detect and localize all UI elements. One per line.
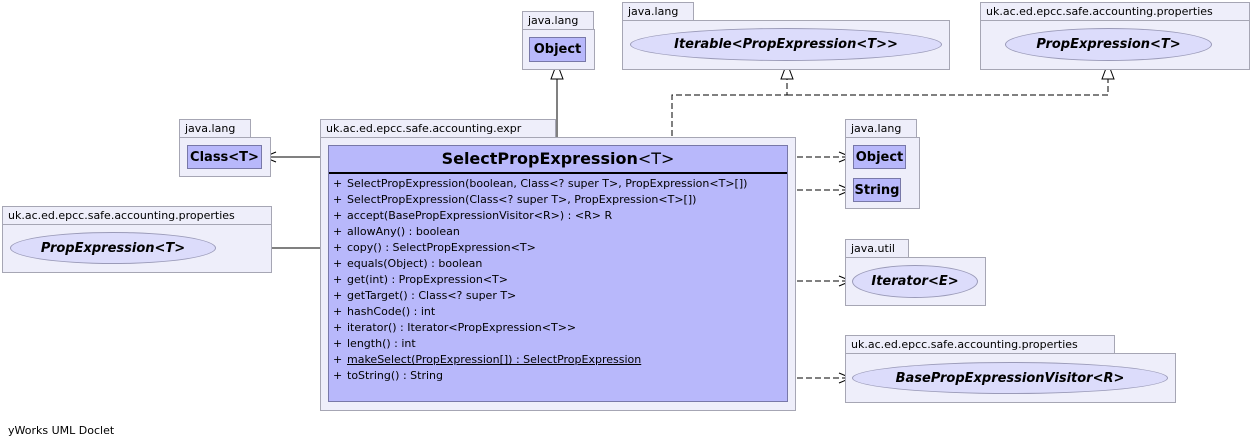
package-label: uk.ac.ed.epcc.safe.accounting.expr [320,119,556,138]
class-string[interactable]: String [853,178,901,202]
association-to-class [262,151,328,163]
interface-propexpression-left[interactable]: PropExpression<T> [10,232,216,264]
visibility-marker: + [333,353,343,366]
visibility-marker: + [333,369,343,382]
class-title: SelectPropExpression<T> [329,146,787,174]
class-object-right[interactable]: Object [853,145,906,169]
operation-signature: equals(Object) : boolean [347,257,483,270]
operations-list: + SelectPropExpression(boolean, Class<? s… [329,174,787,384]
realization-to-iterable [671,61,794,145]
operation-signature: accept(BasePropExpressionVisitor<R>) : <… [347,209,613,222]
visibility-marker: + [333,305,343,318]
visibility-marker: + [333,225,343,238]
operation-item[interactable]: + toString() : String [333,368,787,384]
class-class-t[interactable]: Class<T> [187,145,262,169]
interface-basepropexpressionvisitor[interactable]: BasePropExpressionVisitor<R> [852,362,1168,394]
interface-propexpression-top[interactable]: PropExpression<T> [1005,28,1212,61]
operation-item[interactable]: + makeSelect(PropExpression[]) : SelectPr… [333,352,787,368]
operation-signature: hashCode() : int [347,305,436,318]
operation-signature: toString() : String [347,369,443,382]
dependency-to-iterator [788,275,853,287]
package-label: uk.ac.ed.epcc.safe.accounting.properties [845,335,1115,354]
dependency-to-object [788,151,853,163]
interface-iterable[interactable]: Iterable<PropExpression<T>> [630,28,942,61]
class-name: SelectPropExpression [441,149,638,168]
visibility-marker: + [333,241,343,254]
package-label: java.lang [622,2,694,21]
operation-signature: allowAny() : boolean [347,225,460,238]
visibility-marker: + [333,177,343,190]
visibility-marker: + [333,193,343,206]
operation-item[interactable]: + getTarget() : Class<? super T> [333,288,787,304]
package-label: uk.ac.ed.epcc.safe.accounting.properties [980,2,1250,21]
package-label: java.lang [179,119,251,138]
operation-item[interactable]: + copy() : SelectPropExpression<T> [333,240,787,256]
visibility-marker: + [333,321,343,334]
dependency-to-string [788,184,853,196]
interface-iterator[interactable]: Iterator<E> [852,265,978,298]
operation-item[interactable]: + hashCode() : int [333,304,787,320]
class-selectpropexpression[interactable]: SelectPropExpression<T> + SelectPropExpre… [328,145,788,402]
operation-signature: iterator() : Iterator<PropExpression<T>> [347,321,577,334]
dependency-to-visitor [788,372,853,384]
visibility-marker: + [333,273,343,286]
operation-item[interactable]: + accept(BasePropExpressionVisitor<R>) : … [333,208,787,224]
class-type-params: <T> [637,149,675,168]
operation-item[interactable]: + length() : int [333,336,787,352]
operation-signature: getTarget() : Class<? super T> [347,289,517,302]
operation-item[interactable]: + iterator() : Iterator<PropExpression<T>… [333,320,787,336]
operation-item[interactable]: + SelectPropExpression(boolean, Class<? s… [333,176,787,192]
class-object[interactable]: Object [529,37,586,62]
visibility-marker: + [333,289,343,302]
package-label: java.util [845,239,909,258]
operation-signature: makeSelect(PropExpression[]) : SelectPro… [347,353,642,366]
operation-signature: SelectPropExpression(Class<? super T>, P… [347,193,697,206]
package-label: java.lang [522,11,594,30]
package-label: java.lang [845,119,917,138]
operation-item[interactable]: + equals(Object) : boolean [333,256,787,272]
operation-signature: length() : int [347,337,416,350]
operation-item[interactable]: + get(int) : PropExpression<T> [333,272,787,288]
visibility-marker: + [333,257,343,270]
visibility-marker: + [333,209,343,222]
visibility-marker: + [333,337,343,350]
operation-signature: copy() : SelectPropExpression<T> [347,241,536,254]
operation-item[interactable]: + allowAny() : boolean [333,224,787,240]
operation-signature: get(int) : PropExpression<T> [347,273,508,286]
operation-item[interactable]: + SelectPropExpression(Class<? super T>, … [333,192,787,208]
package-label: uk.ac.ed.epcc.safe.accounting.properties [2,206,272,225]
operation-signature: SelectPropExpression(boolean, Class<? su… [347,177,748,190]
footer-credit: yWorks UML Doclet [8,424,115,437]
